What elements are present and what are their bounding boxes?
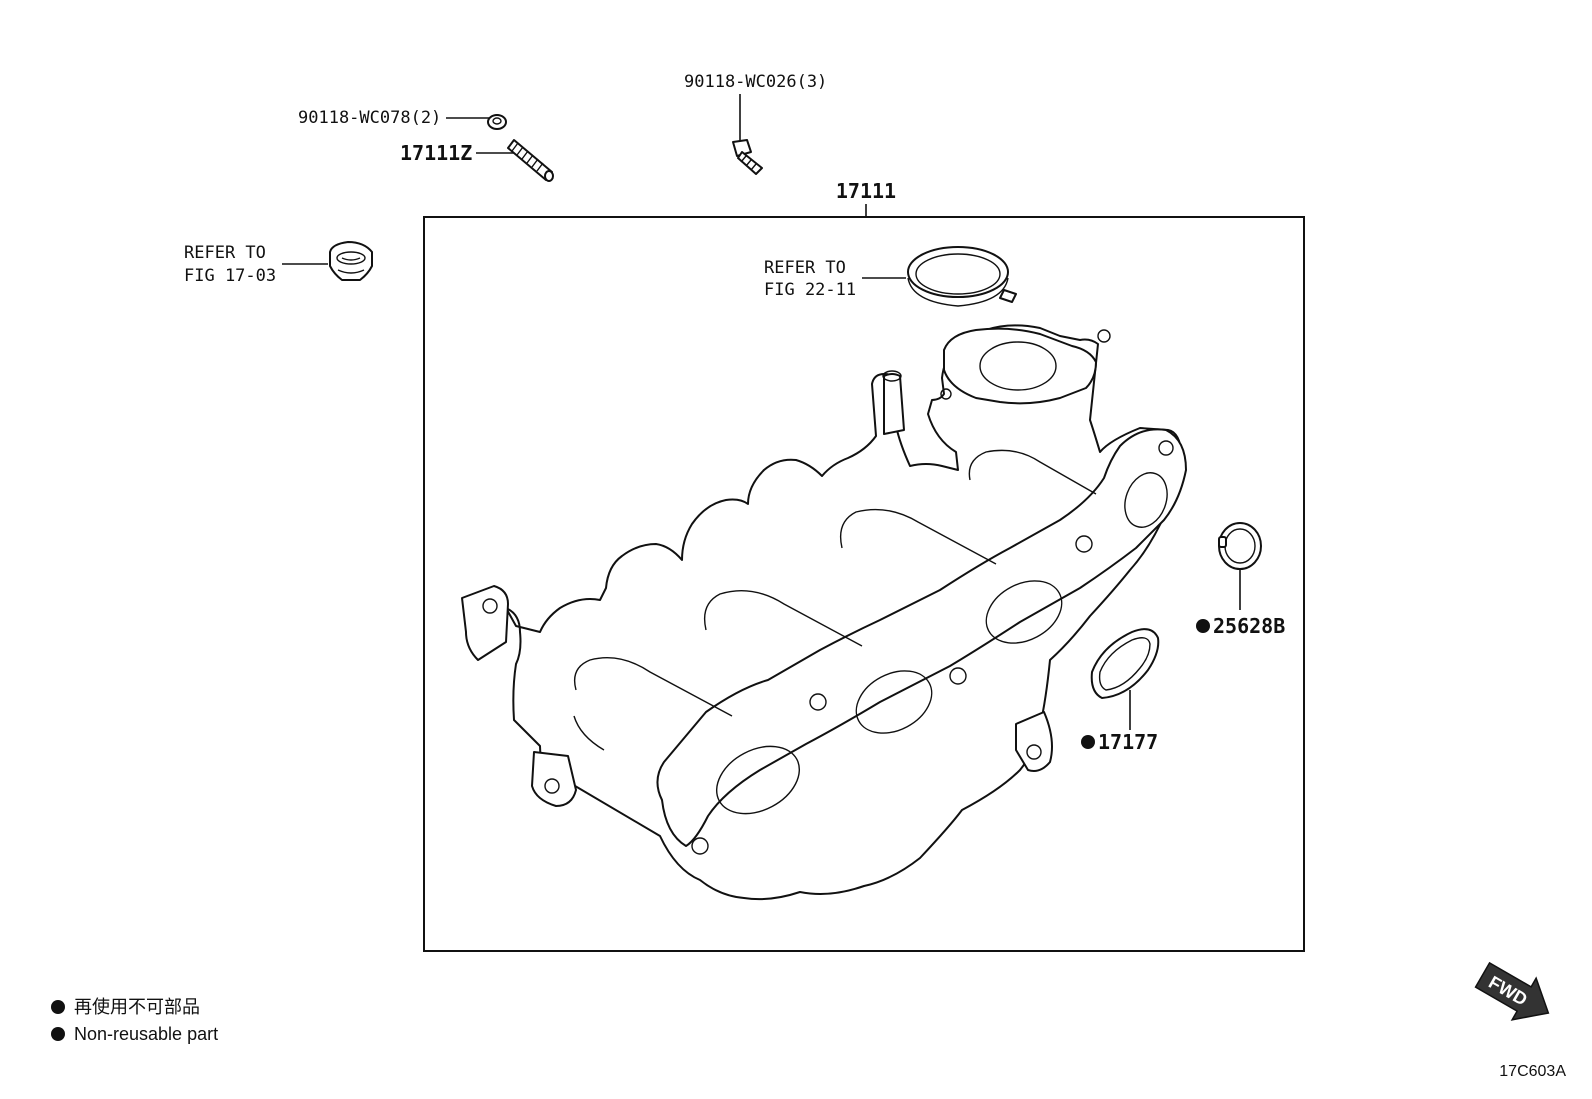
callout-90118-wc078[interactable]: 90118-WC078(2) [298, 108, 441, 128]
refer-mid-line1[interactable]: REFER TO [764, 258, 846, 278]
callout-17111[interactable]: 17111 [836, 179, 896, 203]
gasket-small-icon[interactable] [1218, 522, 1262, 570]
nut-icon[interactable] [487, 114, 507, 130]
bolt-icon[interactable] [732, 139, 763, 175]
stud-icon[interactable] [507, 139, 554, 182]
refer-left-line2[interactable]: FIG 17-03 [184, 266, 276, 286]
callout-17111z[interactable]: 17111Z [400, 141, 472, 165]
callout-25628b[interactable]: 25628B [1213, 614, 1285, 638]
legend-en: Non-reusable part [74, 1024, 218, 1044]
legend-bullet-en [51, 1027, 65, 1041]
non-reusable-marker-25628b [1196, 619, 1210, 633]
callout-17177[interactable]: 17177 [1098, 730, 1158, 754]
assembly-frame [423, 216, 1305, 952]
figure-code: 17C603A [1499, 1063, 1566, 1080]
fwd-arrow-icon: FWD [1474, 961, 1550, 1021]
legend-bullet-jp [51, 1000, 65, 1014]
gasket-large-icon[interactable] [1090, 628, 1160, 699]
plug-icon[interactable] [329, 241, 373, 281]
non-reusable-marker-17177 [1081, 735, 1095, 749]
intake-manifold-drawing[interactable] [461, 324, 1187, 901]
refer-mid-line2[interactable]: FIG 22-11 [764, 280, 856, 300]
callout-90118-wc026[interactable]: 90118-WC026(3) [684, 72, 827, 92]
refer-left-line1[interactable]: REFER TO [184, 243, 266, 263]
legend-jp: 再使用不可部品 [74, 997, 200, 1017]
clamp-ring-icon[interactable] [907, 246, 1017, 307]
